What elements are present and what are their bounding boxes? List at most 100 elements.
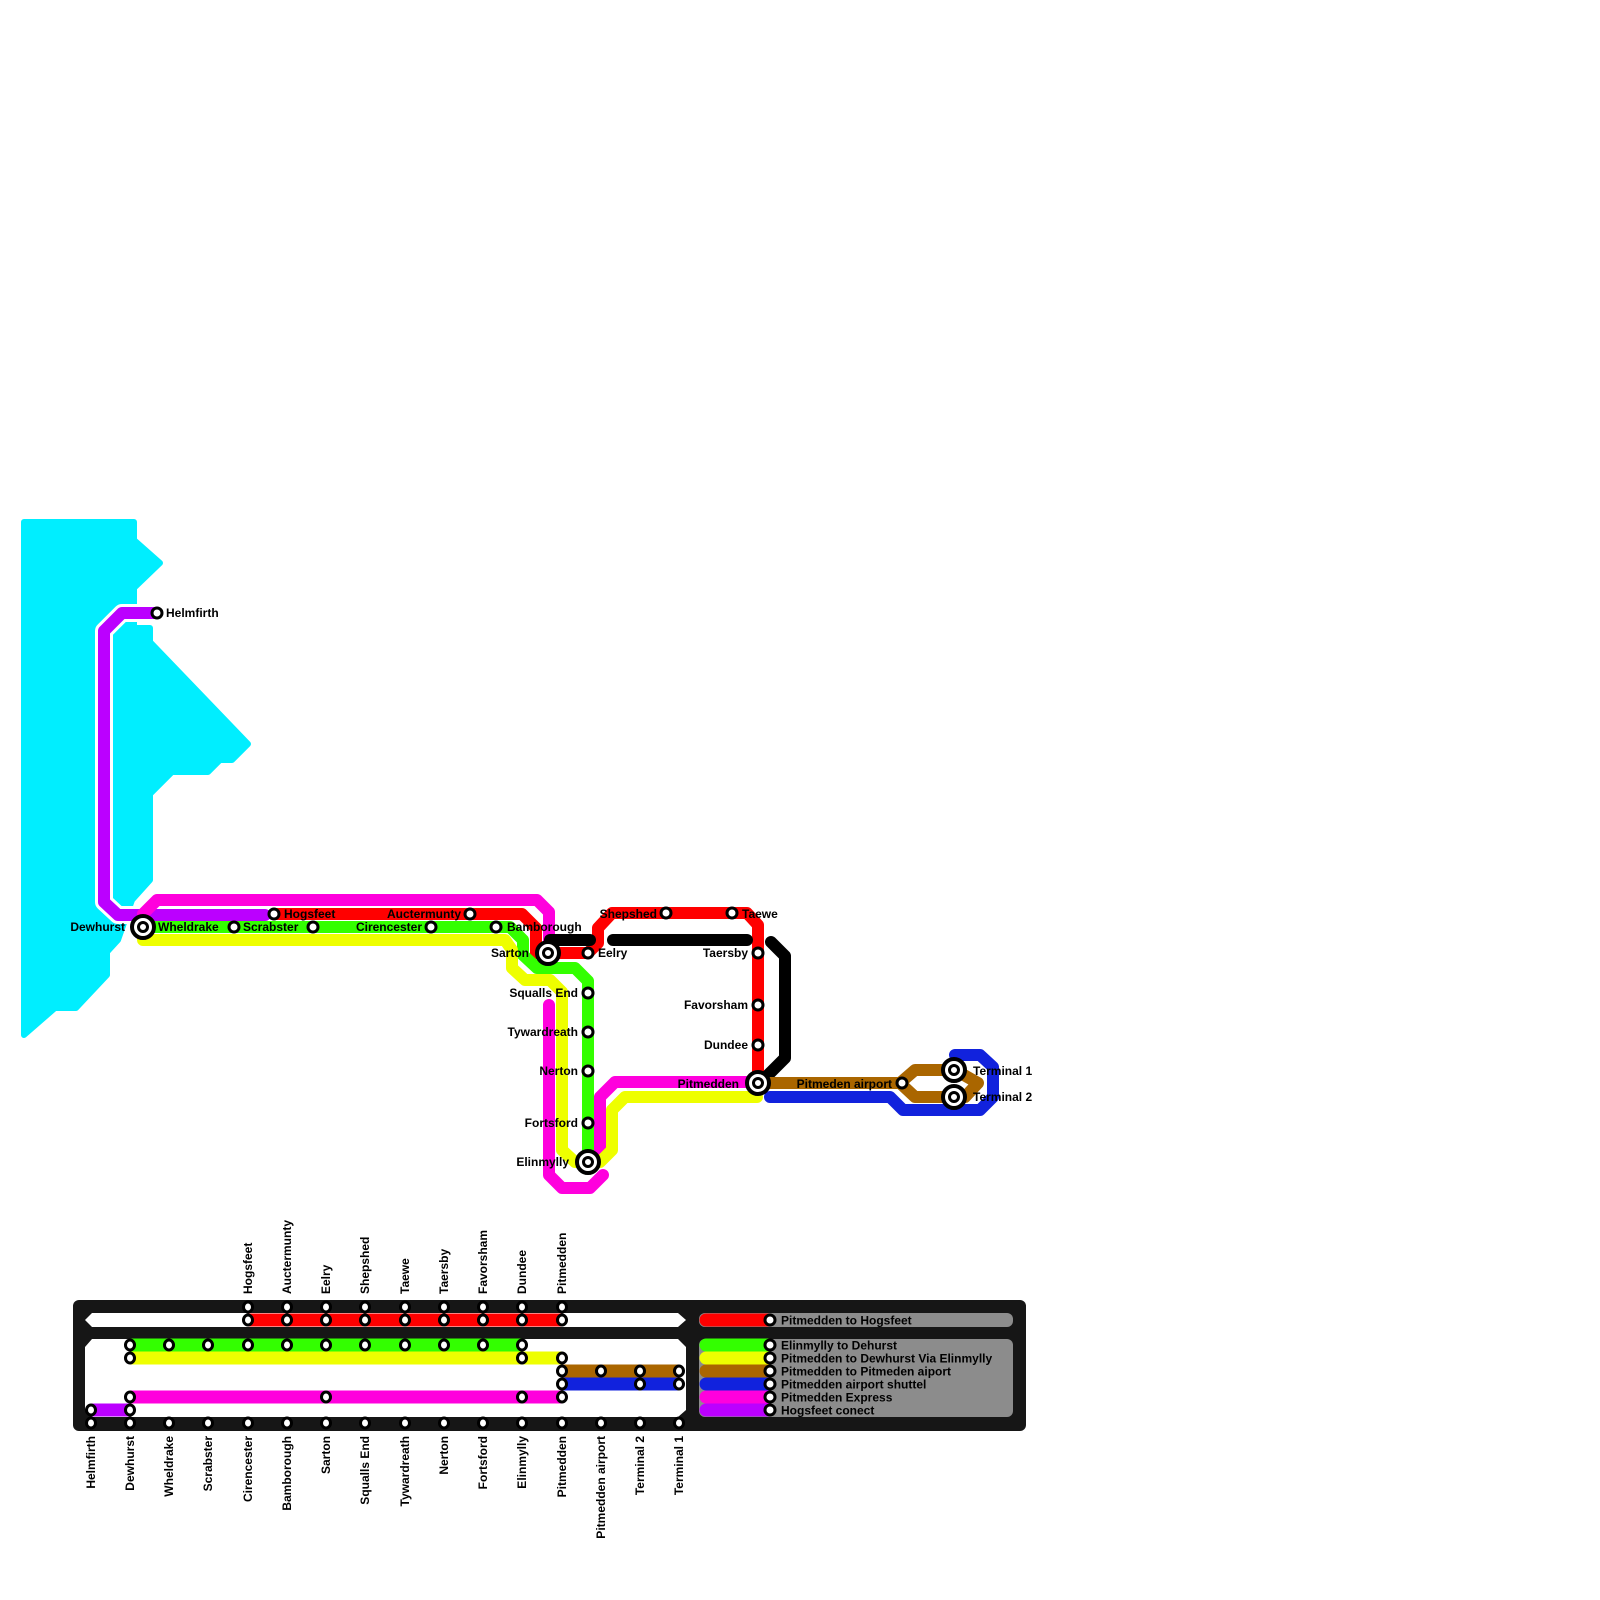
shepshed-station[interactable] (659, 906, 673, 920)
route-lines (95, 604, 1002, 1197)
tywardreath-station[interactable] (581, 1025, 595, 1039)
diagram-bottom-label: Cirencester (241, 1436, 255, 1502)
legend-label: Elinmylly to Dehurst (781, 1339, 897, 1353)
label-helmfirth: Helmfirth (166, 606, 219, 620)
diagram-stop (242, 1300, 254, 1314)
favorsham-station[interactable] (751, 998, 765, 1012)
label-squalls-end: Squalls End (509, 986, 578, 1000)
legend-item: Pitmedden to Pitmeden aiport (699, 1364, 951, 1379)
bamborough-station[interactable] (489, 920, 503, 934)
diagram-bottom-label: Pitmedden airport (594, 1436, 608, 1539)
diagram-stop (124, 1403, 136, 1417)
diagram-stop (438, 1300, 450, 1314)
diagram-bottom-label: Terminal 1 (672, 1436, 686, 1495)
legend-stop (763, 1390, 777, 1404)
water-body (21, 519, 251, 1038)
diagram-stop (516, 1300, 528, 1314)
magenta-line (137, 894, 555, 948)
diagram-stop (281, 1416, 293, 1430)
diagram-top-label: Hogsfeet (241, 1243, 255, 1294)
diagram-stop (556, 1390, 568, 1404)
dewhurst-interchange-core (137, 921, 149, 933)
yellow-line-casing (143, 931, 757, 1171)
diagram-top-label: Taewe (398, 1258, 412, 1294)
label-cirencester: Cirencester (356, 920, 422, 934)
auctermunty-station[interactable] (463, 907, 477, 921)
diagram-stop (556, 1300, 568, 1314)
legend-stop (763, 1377, 777, 1391)
hogsfeet-station[interactable] (267, 907, 281, 921)
taersby-station[interactable] (751, 946, 765, 960)
diagram-stop (281, 1338, 293, 1352)
fortsford-station[interactable] (581, 1116, 595, 1130)
diagram-stop (359, 1416, 371, 1430)
legend-label: Pitmedden Express (781, 1391, 893, 1405)
label-shepshed: Shepshed (600, 907, 657, 921)
diagram-bottom-label: Terminal 2 (633, 1436, 647, 1495)
sarton-interchange-core (542, 947, 554, 959)
cirencester-station[interactable] (424, 920, 438, 934)
blue-line (764, 1049, 999, 1116)
diagram-bottom-label: Tywardreath (398, 1436, 412, 1506)
scrabster-station[interactable] (306, 920, 320, 934)
taewe-station[interactable] (725, 906, 739, 920)
label-scrabster: Scrabster (243, 920, 299, 934)
diagram-stop (124, 1351, 136, 1365)
diagram-stop (320, 1313, 332, 1327)
label-dundee: Dundee (704, 1038, 748, 1052)
legend-stop (763, 1351, 777, 1365)
diagram-stop (242, 1313, 254, 1327)
diagram-stop (242, 1338, 254, 1352)
diagram-stop (556, 1416, 568, 1430)
diagram-stop (163, 1338, 175, 1352)
label-taersby: Taersby (703, 946, 748, 960)
label-tywardreath: Tywardreath (508, 1025, 578, 1039)
eelry-station[interactable] (581, 946, 595, 960)
diagram-stop (634, 1364, 646, 1378)
diagram-stop (124, 1338, 136, 1352)
diagram-stop (124, 1390, 136, 1404)
diagram-top-label: Auctermunty (280, 1220, 294, 1294)
diagram-stop (438, 1313, 450, 1327)
squalls-end-station[interactable] (581, 986, 595, 1000)
diagram-stop (242, 1416, 254, 1430)
diagram-bottom-label: Squalls End (358, 1436, 372, 1505)
label-wheldrake: Wheldrake (158, 920, 219, 934)
diagram-top-label: Pitmedden (555, 1233, 569, 1294)
label-terminal1: Terminal 1 (973, 1064, 1032, 1078)
dundee-station[interactable] (751, 1038, 765, 1052)
diagram-top-label: Taersby (437, 1249, 451, 1294)
green-line-casing (143, 918, 597, 1162)
diagram-stop (438, 1338, 450, 1352)
diagram-bottom-label: Helmfirth (84, 1436, 98, 1489)
diagram-stop (281, 1300, 293, 1314)
label-bamborough: Bamborough (507, 920, 582, 934)
nerton-station[interactable] (581, 1064, 595, 1078)
label-pitmedden: Pitmedden (678, 1077, 739, 1091)
green-line (137, 921, 594, 1168)
label-hogsfeet: Hogsfeet (284, 907, 335, 921)
diagram-bottom-label: Nerton (437, 1436, 451, 1475)
legend-bg-top (699, 1313, 1013, 1327)
black-line-c (756, 936, 791, 1087)
diagram-stop (556, 1364, 568, 1378)
legend-item: Pitmedden to Hogsfeet (699, 1313, 912, 1328)
diagram-bottom-label: Dewhurst (123, 1436, 137, 1491)
diagram-top-label: Favorsham (476, 1230, 490, 1294)
diagram-bottom-label: Elinmylly (515, 1436, 529, 1489)
helmfirth-station[interactable] (150, 606, 164, 620)
pitmeden-airport-station[interactable] (895, 1076, 909, 1090)
station-labels: Helmfirth Dewhurst Wheldrake Scrabster H… (70, 606, 1032, 1169)
diagram-stop (556, 1377, 568, 1391)
wheldrake-station[interactable] (227, 920, 241, 934)
legend-label: Pitmedden to Hogsfeet (781, 1314, 912, 1328)
diagram-stop (556, 1313, 568, 1327)
label-favorsham: Favorsham (684, 998, 748, 1012)
diagram-bottom-label: Sarton (319, 1436, 333, 1474)
legend-item: Pitmedden airport shuttel (699, 1377, 926, 1392)
diagram-top-label: Eelry (319, 1264, 333, 1294)
legend-label: Pitmedden to Pitmeden aiport (781, 1365, 951, 1379)
diagram-stop (85, 1416, 97, 1430)
diagram-stop (359, 1300, 371, 1314)
